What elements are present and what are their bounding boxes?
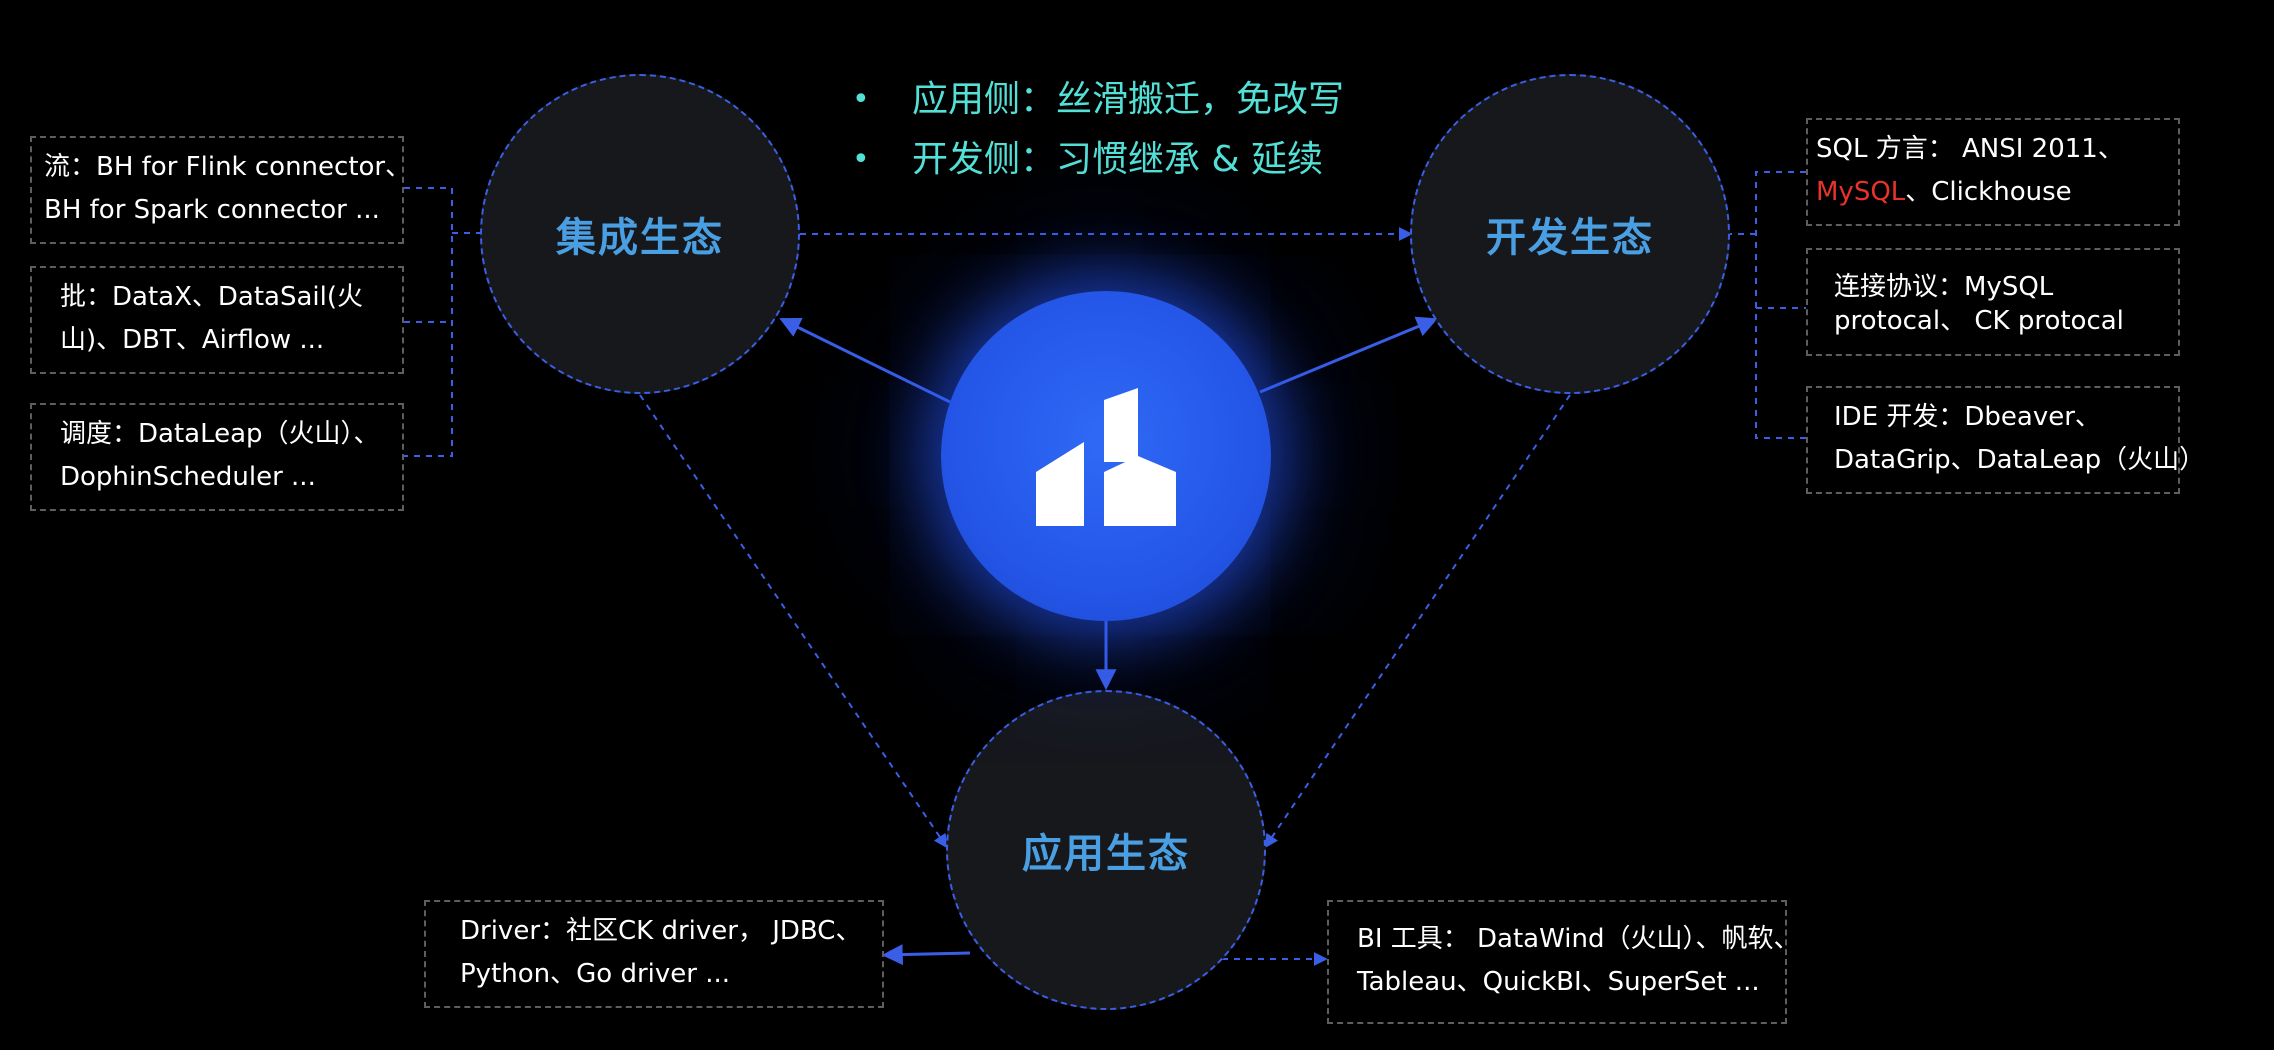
highlight-bullets: • 应用侧：丝滑搬迁，免改写 • 开发侧：习惯继承 & 延续 [852, 70, 1344, 190]
mysql-highlight: MySQL [1816, 177, 1906, 207]
bytehouse-logo-icon [1036, 388, 1176, 526]
bullet-item: • 应用侧：丝滑搬迁，免改写 [852, 70, 1344, 130]
edge-development-to-application [1264, 394, 1571, 849]
box-application-bi: BI 工具： DataWind（火山）、帆软、 Tableau、QuickBI、… [1327, 900, 1799, 1024]
bracket-integration [404, 187, 480, 457]
box-integration-stream: 流：BH for Flink connector、 BH for Spark c… [30, 136, 411, 244]
bullet-text: 应用侧：丝滑搬迁，免改写 [912, 79, 1345, 120]
bullet-dot-icon: • [852, 82, 870, 117]
node-integration: 集成生态 [480, 74, 800, 394]
box-application-driver: Driver：社区CK driver， JDBC、 Python、Go driv… [424, 900, 884, 1008]
sql-dialect-line: SQL 方言： ANSI 2011、 [1816, 134, 2124, 164]
edge-integration-to-application [639, 394, 948, 849]
core-product-node [941, 291, 1271, 621]
box-development-sql: SQL 方言： ANSI 2011、 MySQL、Clickhouse [1806, 118, 2180, 226]
box-development-protocol: 连接协议：MySQL protocal、 CK protocal [1806, 248, 2180, 356]
edge-core-to-integration [779, 317, 951, 404]
bullet-text: 开发侧：习惯继承 & 延续 [912, 139, 1323, 180]
node-label: 开发生态 [1486, 215, 1654, 261]
bullet-item: • 开发侧：习惯继承 & 延续 [852, 130, 1344, 190]
box-development-ide: IDE 开发：Dbeaver、 DataGrip、DataLeap（火山） [1806, 386, 2205, 494]
node-label: 应用生态 [1022, 831, 1190, 877]
edge-core-to-development [1259, 316, 1438, 394]
node-application: 应用生态 [946, 690, 1266, 1010]
box-integration-batch: 批：DataX、DataSail(火 山)、DBT、Airflow ... [30, 266, 404, 374]
node-label: 集成生态 [556, 215, 724, 261]
sql-dialect-line: MySQL、Clickhouse [1816, 177, 2072, 207]
node-development: 开发生态 [1410, 74, 1730, 394]
bullet-dot-icon: • [852, 142, 870, 177]
edge-application-to-driver [881, 944, 971, 966]
bracket-development [1728, 171, 1806, 439]
box-integration-schedule: 调度：DataLeap（火山）、 DophinScheduler ... [30, 403, 404, 511]
